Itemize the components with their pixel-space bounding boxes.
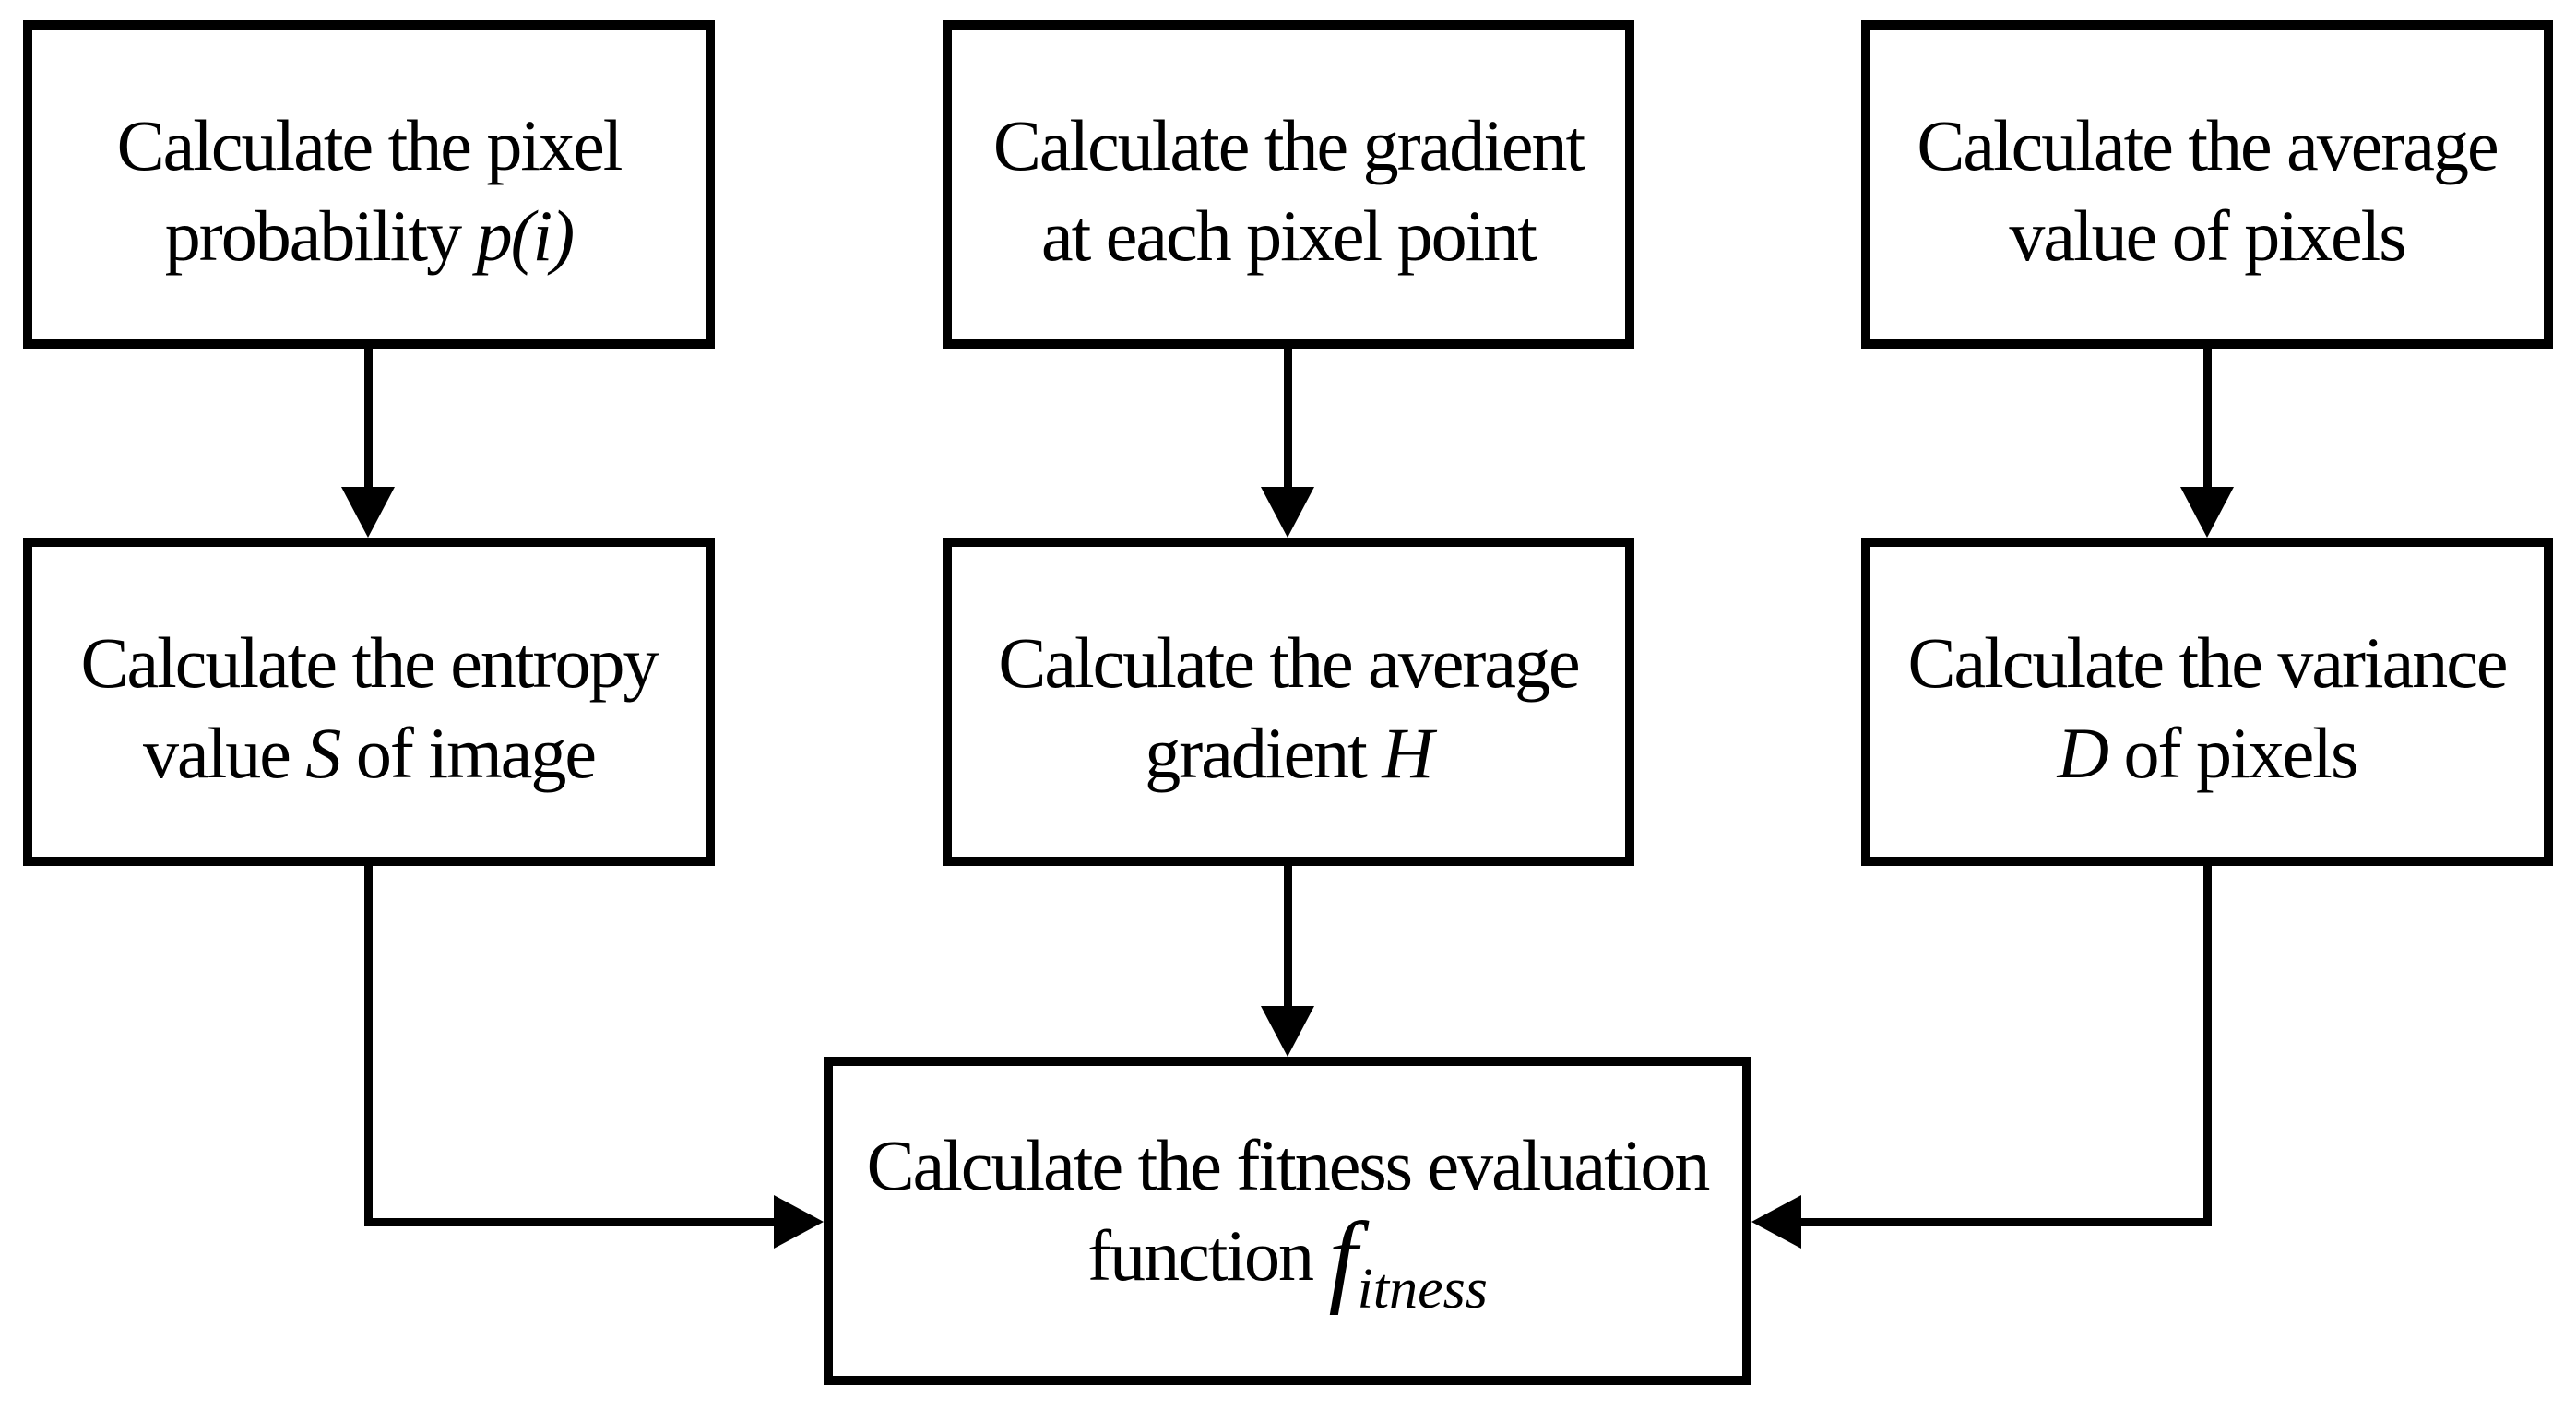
box-text-line1: Calculate the gradient — [992, 105, 1585, 185]
connector-line — [364, 1218, 775, 1226]
box-text-line2: gradient H — [1145, 713, 1433, 793]
box-text-line1: Calculate the average — [1917, 105, 2499, 185]
arrowhead-down — [341, 487, 395, 538]
connector-line — [2203, 349, 2212, 489]
arrowhead-down — [2180, 487, 2234, 538]
arrowhead-right — [774, 1195, 824, 1249]
box-average-value: Calculate the average value of pixels — [1861, 20, 2553, 349]
connector-line — [364, 349, 373, 489]
box-text-line1: Calculate the average — [998, 622, 1580, 703]
box-pixel-probability: Calculate the pixel probability p(i) — [23, 20, 715, 349]
box-text-line2: at each pixel point — [1041, 195, 1537, 276]
box-text-line2: value of pixels — [2009, 195, 2406, 276]
arrowhead-down — [1261, 1006, 1314, 1057]
connector-line — [364, 866, 373, 1226]
box-text-line1: Calculate the pixel — [116, 105, 623, 185]
connector-line — [1284, 349, 1292, 489]
connector-line — [1801, 1218, 2212, 1226]
arrowhead-left — [1751, 1195, 1801, 1249]
arrowhead-down — [1261, 487, 1314, 538]
box-average-gradient: Calculate the average gradient H — [943, 538, 1634, 866]
math-symbol: S — [305, 713, 341, 793]
math-symbol: p(i) — [476, 195, 576, 276]
math-subscript-itness: itness — [1357, 1258, 1488, 1320]
box-text-line2: probability p(i) — [164, 195, 576, 276]
box-text-line2: value S of image — [143, 713, 597, 793]
box-gradient-point: Calculate the gradient at each pixel poi… — [943, 20, 1634, 349]
box-variance: Calculate the variance D of pixels — [1861, 538, 2553, 866]
connector-line — [2203, 866, 2212, 1226]
box-text-line1: Calculate the variance — [1907, 622, 2509, 703]
math-symbol: H — [1382, 713, 1433, 793]
math-symbol: D — [2057, 713, 2109, 793]
math-symbol-f: f — [1328, 1202, 1358, 1316]
connector-line — [1284, 866, 1292, 1007]
box-text-line2: function fitness — [1087, 1202, 1488, 1320]
box-text-line2: D of pixels — [2057, 713, 2359, 793]
box-entropy: Calculate the entropy value S of image — [23, 538, 715, 866]
box-text-line1: Calculate the fitness evaluation — [866, 1125, 1711, 1205]
box-text-line1: Calculate the entropy — [80, 622, 659, 703]
box-fitness-function: Calculate the fitness evaluation functio… — [824, 1057, 1751, 1385]
